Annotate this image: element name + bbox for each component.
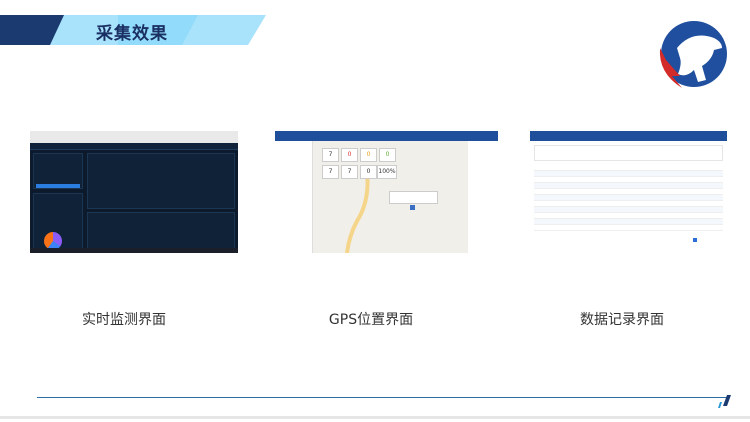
caption-data-record: 数据记录界面 — [580, 312, 664, 328]
caption-gps-position: GPS位置界面 — [328, 312, 414, 328]
footer-divider — [37, 397, 727, 398]
page-title: 采集效果 — [96, 24, 168, 44]
footer-slash-decoration-icon — [718, 395, 731, 408]
gps-position-screenshot: 7 0 0 0 7 7 0 100% — [275, 131, 498, 253]
caption-realtime-monitor: 实时监测界面 — [82, 312, 166, 328]
horse-logo-icon — [659, 21, 727, 88]
data-record-screenshot — [530, 131, 727, 245]
realtime-monitor-screenshot — [30, 131, 238, 253]
